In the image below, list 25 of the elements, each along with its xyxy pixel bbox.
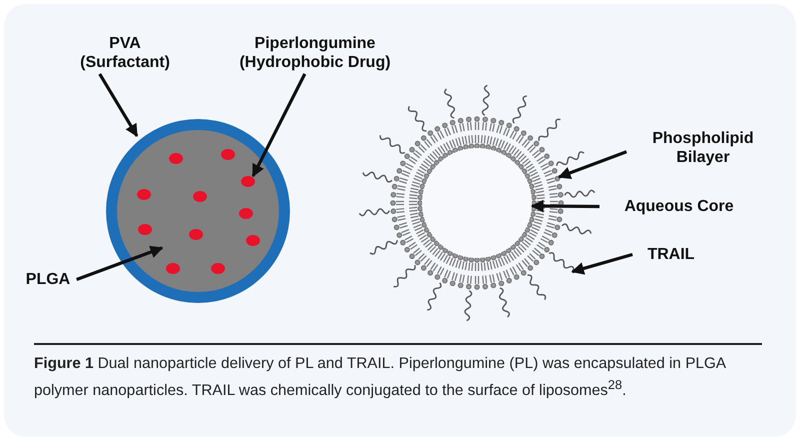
- part-label: TRAIL: [636, 245, 706, 264]
- leader-arrow: [530, 200, 600, 212]
- drug-particle: [169, 152, 183, 164]
- leader-arrow: [76, 246, 164, 281]
- leader-arrow: [98, 73, 138, 138]
- leader-arrow: [252, 73, 306, 178]
- part-label: PLGA: [22, 270, 74, 289]
- drug-particle: [239, 208, 253, 218]
- drug-particle: [189, 228, 203, 240]
- drug-particle: [193, 190, 207, 202]
- drug-particle: [241, 176, 255, 186]
- part-label: PVA (Surfactant): [70, 34, 180, 72]
- drug-particle: [138, 224, 152, 234]
- drug-particle: [211, 262, 225, 274]
- drug-particle: [166, 262, 180, 274]
- drug-particle: [246, 234, 260, 246]
- leader-arrow: [558, 150, 628, 179]
- drug-particle: [221, 148, 235, 160]
- trail-chain: [548, 252, 574, 271]
- part-label: Piperlongumine (Hydrophobic Drug): [230, 34, 400, 72]
- leader-arrow: [571, 252, 633, 275]
- figure-caption: Figure 1 Dual nanoparticle delivery of PL and TRAIL. Piperlongumine (PL) was encapsulated in PLGA polymer nanoparticles. TRAIL was chemically conjugated to the surface of liposomes$^{28}$.: [34, 354, 727, 402]
- part-label: Aqueous Core: [604, 197, 754, 216]
- part-label: Phospholipid Bilayer: [628, 129, 778, 167]
- drug-particle: [137, 188, 151, 200]
